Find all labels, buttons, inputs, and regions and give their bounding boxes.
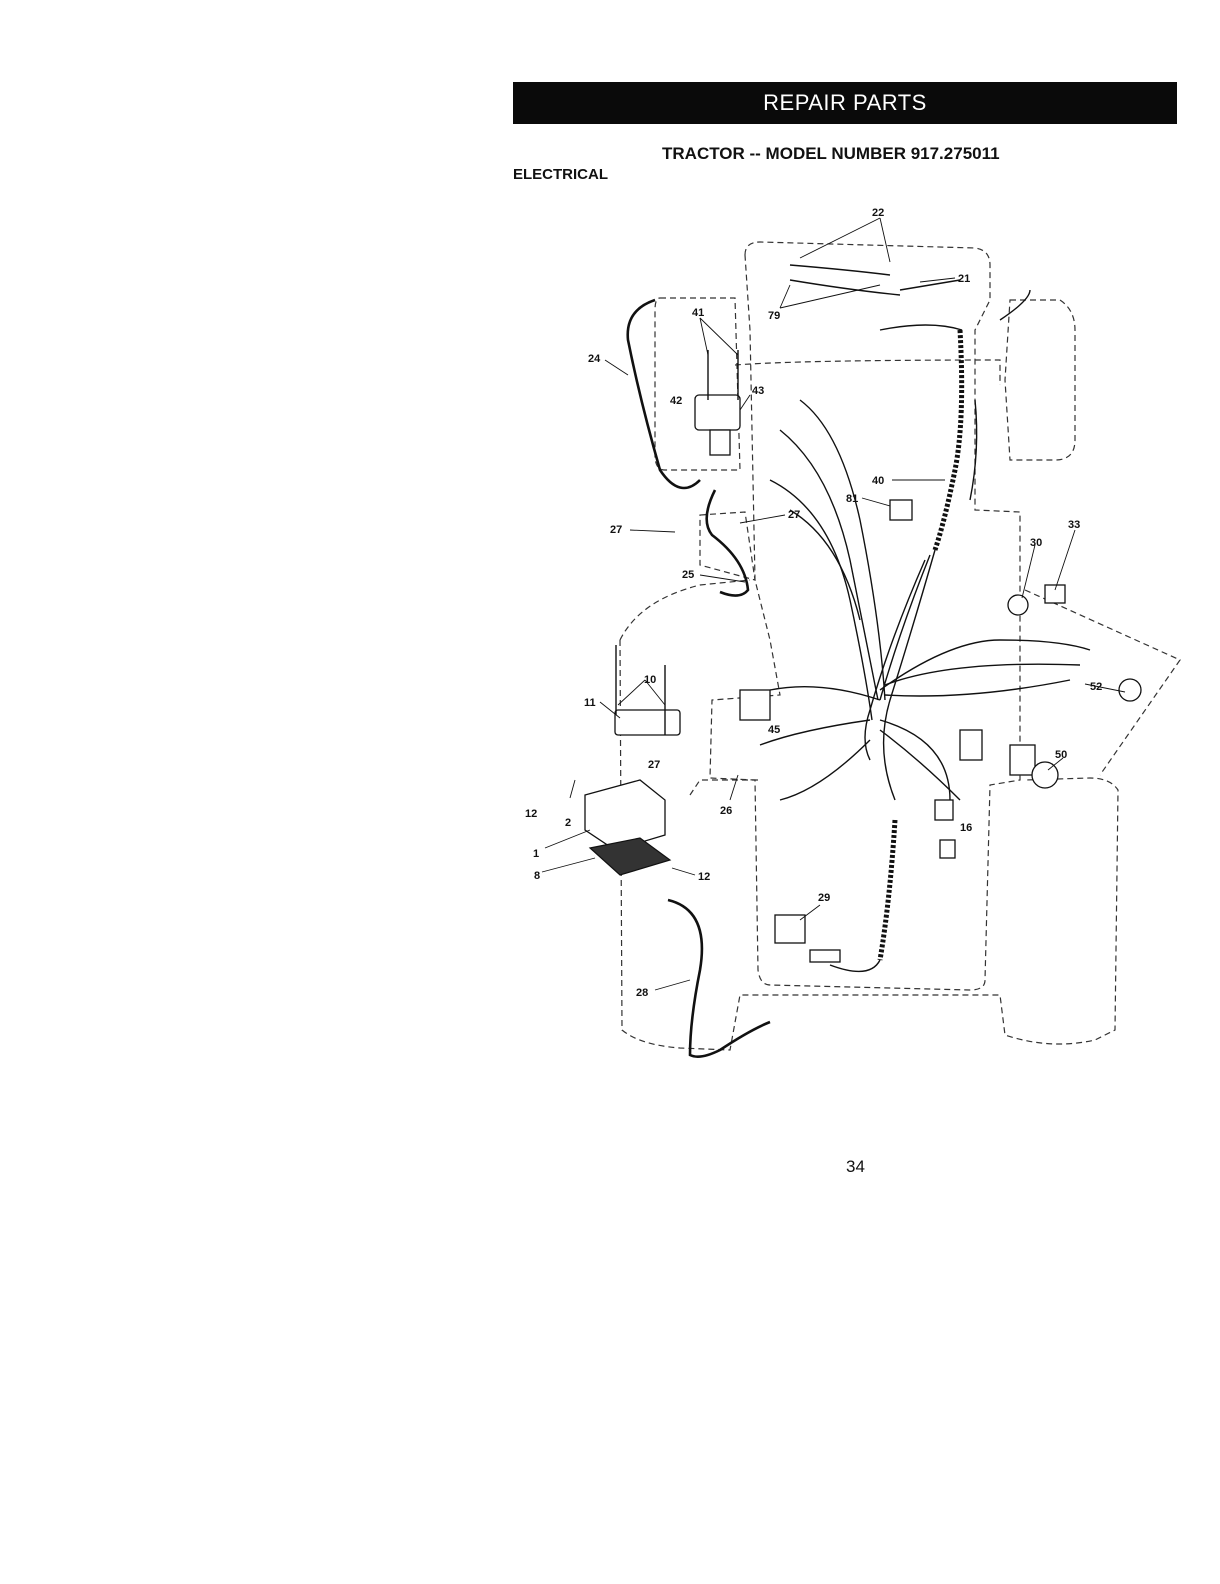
callout-10: 10 xyxy=(644,674,656,686)
section-banner: REPAIR PARTS xyxy=(513,82,1177,124)
callout-29: 29 xyxy=(818,892,830,904)
callout-50: 50 xyxy=(1055,749,1067,761)
battery xyxy=(584,779,672,876)
callout-52: 52 xyxy=(1090,681,1102,693)
callout-16: 16 xyxy=(960,822,972,834)
wiring-harness xyxy=(759,264,1091,973)
section-label: ELECTRICAL xyxy=(513,166,608,183)
solenoid xyxy=(694,350,741,456)
callout-33: 33 xyxy=(1068,519,1080,531)
callout-24: 24 xyxy=(588,353,601,365)
callout-26: 26 xyxy=(720,805,732,817)
callout-79: 79 xyxy=(768,310,780,322)
callout-27: 27 xyxy=(610,524,622,536)
callout-40: 40 xyxy=(872,475,884,487)
callout-81: 81 xyxy=(846,493,858,505)
page-title: TRACTOR -- MODEL NUMBER 917.275011 xyxy=(662,144,1000,163)
switches xyxy=(739,499,1142,963)
callout-2: 2 xyxy=(565,817,571,829)
callout-21: 21 xyxy=(958,273,970,285)
callout-8: 8 xyxy=(534,870,540,882)
callout-11: 11 xyxy=(584,697,596,709)
page-number: 34 xyxy=(846,1157,865,1176)
callout-45: 45 xyxy=(768,724,780,736)
callout-42: 42 xyxy=(670,395,682,407)
callout-12: 12 xyxy=(525,808,537,820)
leader-lines xyxy=(541,217,1126,991)
callout-27: 27 xyxy=(648,759,660,771)
callout-41: 41 xyxy=(692,307,704,319)
callout-25: 25 xyxy=(682,569,694,581)
callout-12: 12 xyxy=(698,871,710,883)
callout-1: 1 xyxy=(533,848,539,860)
battery-cables xyxy=(626,298,771,1058)
callout-22: 22 xyxy=(872,207,884,219)
callout-labels: 22 21 79 41 24 42 43 40 81 27 27 33 30 2… xyxy=(525,207,1102,999)
callout-30: 30 xyxy=(1030,537,1042,549)
callout-27: 27 xyxy=(788,509,800,521)
tractor-outline xyxy=(619,241,1181,1051)
banner-text: REPAIR PARTS xyxy=(763,90,927,115)
battery-holddown xyxy=(614,645,681,736)
callout-28: 28 xyxy=(636,987,648,999)
callout-43: 43 xyxy=(752,385,764,397)
